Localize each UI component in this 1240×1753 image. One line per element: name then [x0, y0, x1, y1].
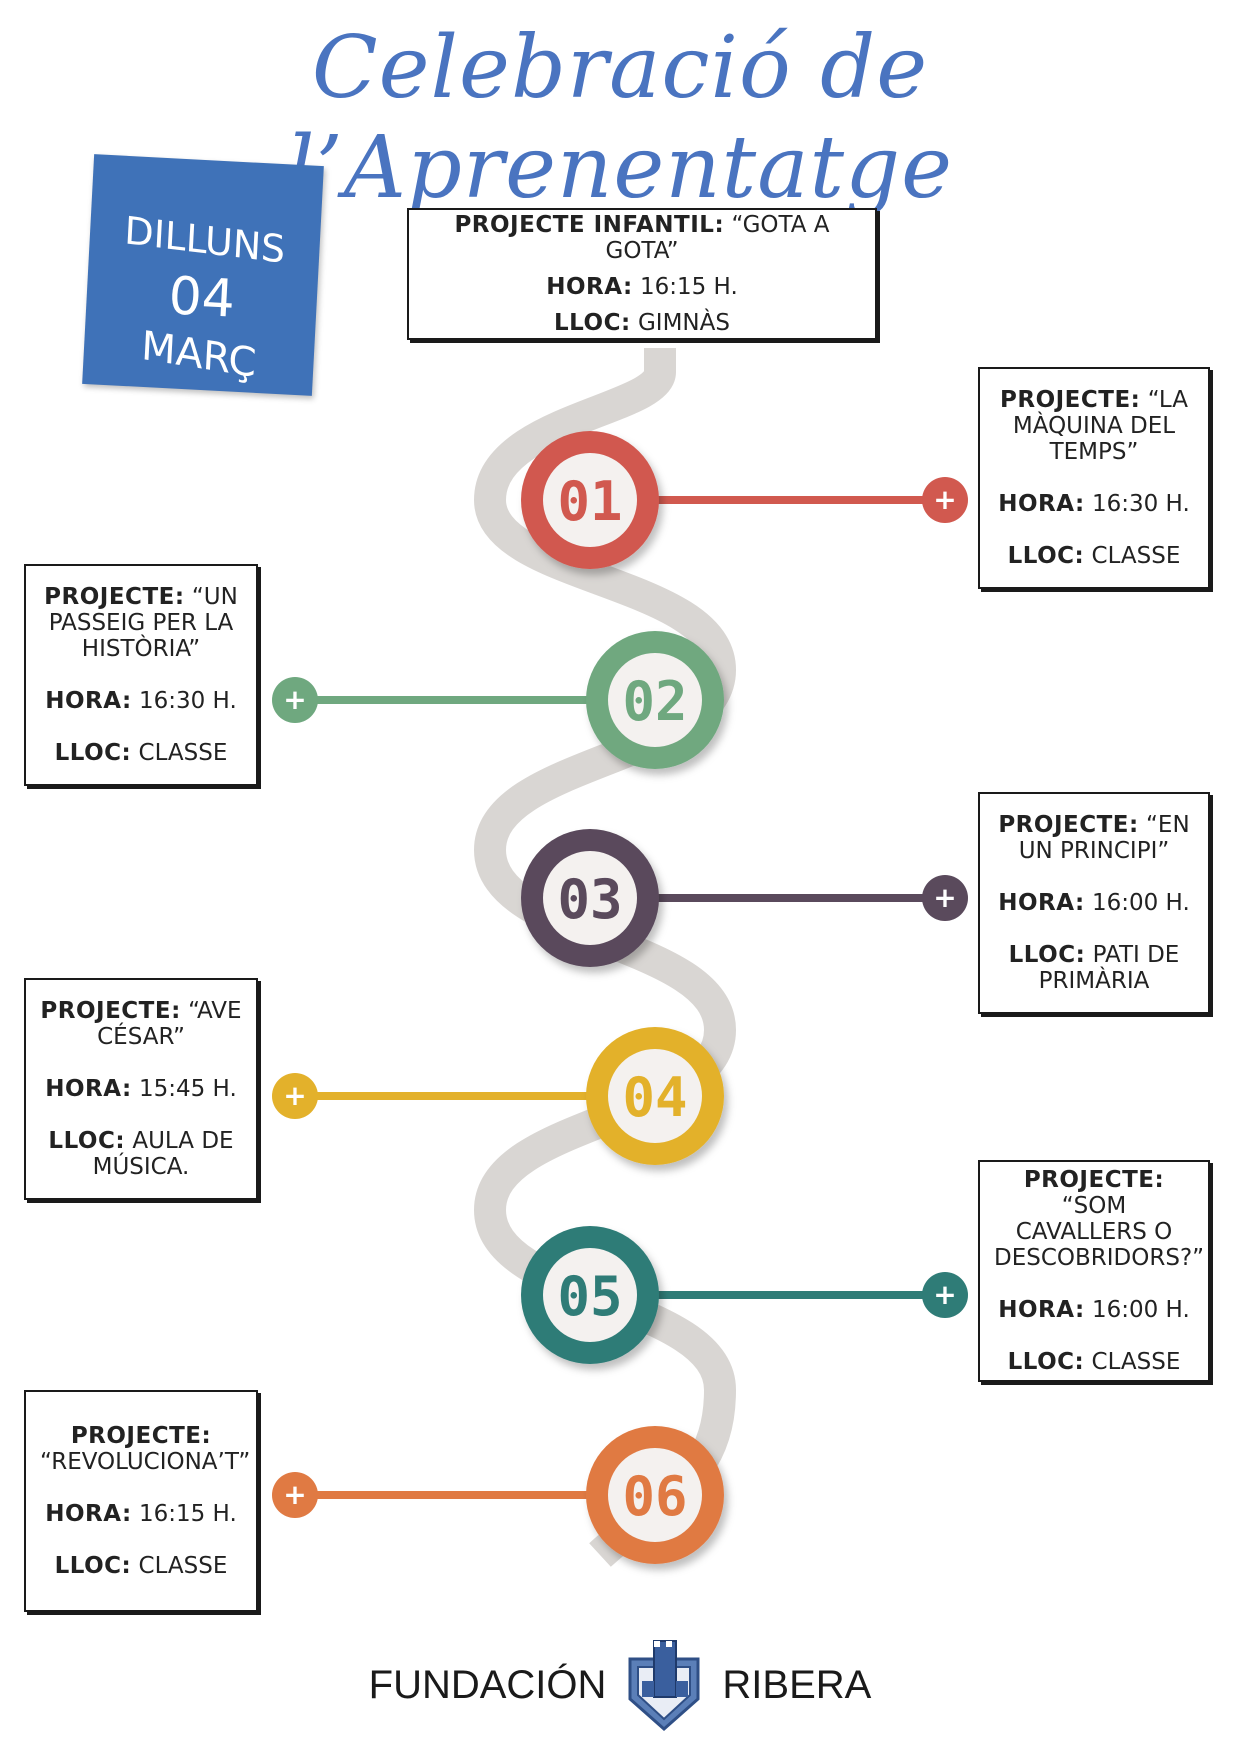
project-label: PROJECTE: — [44, 584, 185, 610]
hora-label: HORA: — [998, 1297, 1085, 1323]
lloc-value: PATI DE PRIMÀRIA — [1038, 942, 1180, 994]
plus-icon-04 — [272, 1073, 318, 1119]
top-project-box: PROJECTE INFANTIL: “GOTA A GOTA” HORA: 1… — [407, 208, 877, 340]
lloc-label: LLOC: — [54, 740, 132, 766]
step-box-01: PROJECTE: “LA MÀQUINA DEL TEMPS” HORA: 1… — [978, 367, 1210, 589]
step-number-06: 06 — [622, 1465, 687, 1528]
step-box-02: PROJECTE: “UN PASSEIG PER LA HISTÒRIA” H… — [24, 564, 258, 786]
step-circle-01 — [521, 431, 659, 569]
plus-glyph-02: + — [283, 683, 306, 716]
hora-label: HORA: — [998, 491, 1085, 517]
step-circle-04 — [586, 1027, 724, 1165]
plus-glyph-03: + — [933, 881, 956, 914]
project-label: PROJECTE: — [998, 812, 1139, 838]
project-label: PROJECTE: — [70, 1423, 212, 1449]
project-value: “EN UN PRINCIPI” — [1018, 812, 1190, 864]
step-box-06: PROJECTE: “REVOLUCIONA’T” HORA: 16:15 H.… — [24, 1390, 258, 1612]
hora-label: HORA: — [45, 688, 132, 714]
step-circle-06 — [586, 1426, 724, 1564]
hora-label: HORA: — [45, 1076, 132, 1102]
step-number-05: 05 — [557, 1265, 622, 1328]
castle-shield-logo-icon — [628, 1640, 700, 1732]
project-label: PROJECTE: — [40, 998, 181, 1024]
project-value: “REVOLUCIONA’T” — [40, 1449, 251, 1475]
top-hora-label: HORA: — [546, 274, 633, 300]
hora-label: HORA: — [998, 890, 1085, 916]
footer-right-text: RIBERA — [722, 1662, 872, 1707]
step-number-02: 02 — [622, 670, 687, 733]
lloc-label: LLOC: — [54, 1553, 132, 1579]
hora-label: HORA: — [45, 1501, 132, 1527]
page-title: Celebració de l’Aprenentatge — [286, 18, 953, 218]
top-project-label: PROJECTE INFANTIL: — [454, 212, 725, 238]
plus-glyph-01: + — [933, 483, 956, 516]
step-box-03: PROJECTE: “EN UN PRINCIPI” HORA: 16:00 H… — [978, 792, 1210, 1014]
plus-icon-01 — [922, 477, 968, 523]
project-label: PROJECTE: — [1000, 387, 1141, 413]
step-box-04: PROJECTE: “AVE CÉSAR” HORA: 15:45 H. LLO… — [24, 978, 258, 1200]
lloc-label: LLOC: — [1008, 942, 1086, 968]
plus-glyph-06: + — [283, 1478, 306, 1511]
hora-value: 16:00 H. — [1091, 1297, 1190, 1323]
step-number-01: 01 — [557, 470, 622, 533]
lloc-value: CLASSE — [1091, 543, 1181, 569]
step-box-05: PROJECTE: “SOM CAVALLERS O DESCOBRIDORS?… — [978, 1160, 1210, 1382]
step-circle-05 — [521, 1226, 659, 1364]
plus-icon-05 — [922, 1272, 968, 1318]
plus-icon-06 — [272, 1472, 318, 1518]
step-number-04: 04 — [622, 1066, 687, 1129]
hora-value: 15:45 H. — [138, 1076, 237, 1102]
plus-icon-02 — [272, 677, 318, 723]
lloc-value: CLASSE — [138, 740, 228, 766]
top-lloc-label: LLOC: — [554, 310, 631, 336]
lloc-label: LLOC: — [1007, 1349, 1085, 1375]
lloc-label: LLOC: — [1007, 543, 1085, 569]
step-number-03: 03 — [557, 868, 622, 931]
step-circle-03 — [521, 829, 659, 967]
project-value: “UN PASSEIG PER LA HISTÒRIA” — [48, 584, 238, 662]
hora-value: 16:15 H. — [138, 1501, 237, 1527]
hora-value: 16:30 H. — [138, 688, 237, 714]
lloc-value: CLASSE — [138, 1553, 228, 1579]
plus-glyph-05: + — [933, 1278, 956, 1311]
plus-glyph-04: + — [283, 1079, 306, 1112]
lloc-label: LLOC: — [48, 1128, 126, 1154]
project-value: “SOM CAVALLERS O DESCOBRIDORS?” — [994, 1193, 1205, 1271]
hora-value: 16:30 H. — [1091, 491, 1190, 517]
project-label: PROJECTE: — [1023, 1167, 1165, 1193]
step-circle-02 — [586, 631, 724, 769]
project-value: “LA MÀQUINA DEL TEMPS” — [1012, 387, 1188, 465]
footer-logo: FUNDACIÓN RIBERA — [0, 1640, 1240, 1732]
lloc-value: CLASSE — [1091, 1349, 1181, 1375]
top-hora-value: 16:15 H. — [639, 274, 738, 300]
footer-left-text: FUNDACIÓN — [368, 1662, 607, 1707]
top-lloc-value: GIMNÀS — [637, 310, 730, 336]
hora-value: 16:00 H. — [1091, 890, 1190, 916]
plus-icon-03 — [922, 875, 968, 921]
project-value: “AVE CÉSAR” — [97, 998, 242, 1050]
lloc-value: AULA DE MÚSICA. — [92, 1128, 234, 1180]
top-project-value: “GOTA A GOTA” — [605, 212, 830, 264]
